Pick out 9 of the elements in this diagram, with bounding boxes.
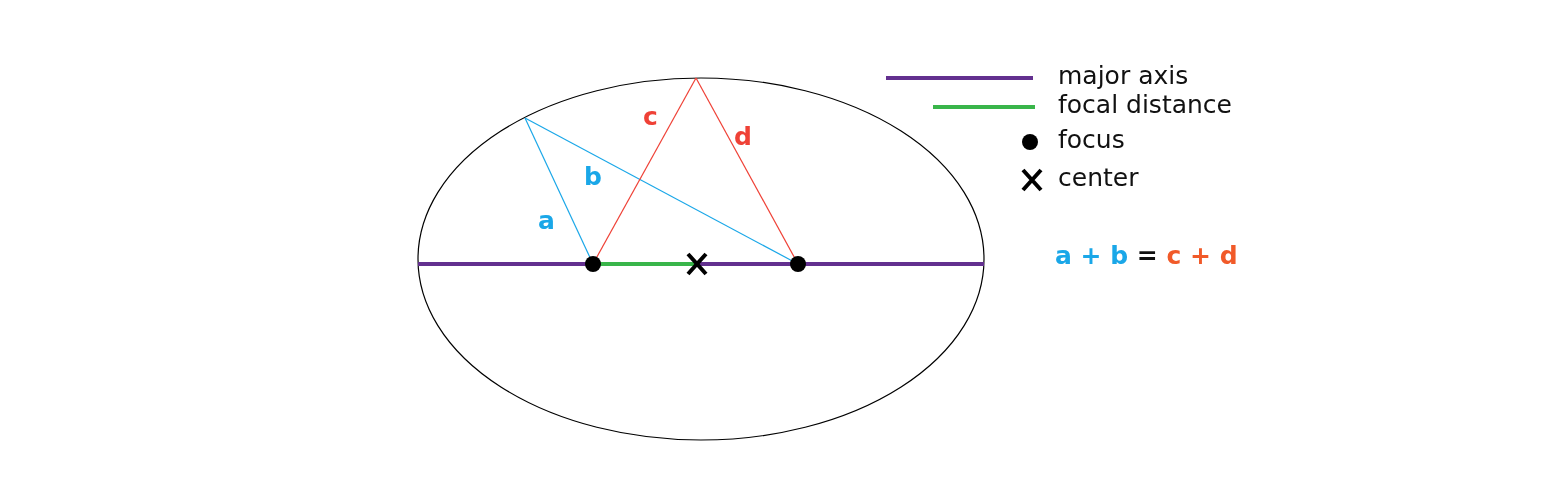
legend-label: focal distance bbox=[1058, 90, 1232, 120]
segment-label: c bbox=[643, 102, 658, 132]
segment-label: d bbox=[734, 122, 752, 152]
legend-label: major axis bbox=[1058, 61, 1189, 91]
segment-label: a bbox=[538, 206, 555, 236]
equation: a + b = c + d bbox=[1055, 241, 1238, 271]
legend-label: center bbox=[1058, 163, 1139, 193]
legend-label: focus bbox=[1058, 125, 1125, 155]
segment-label: b bbox=[584, 162, 602, 192]
